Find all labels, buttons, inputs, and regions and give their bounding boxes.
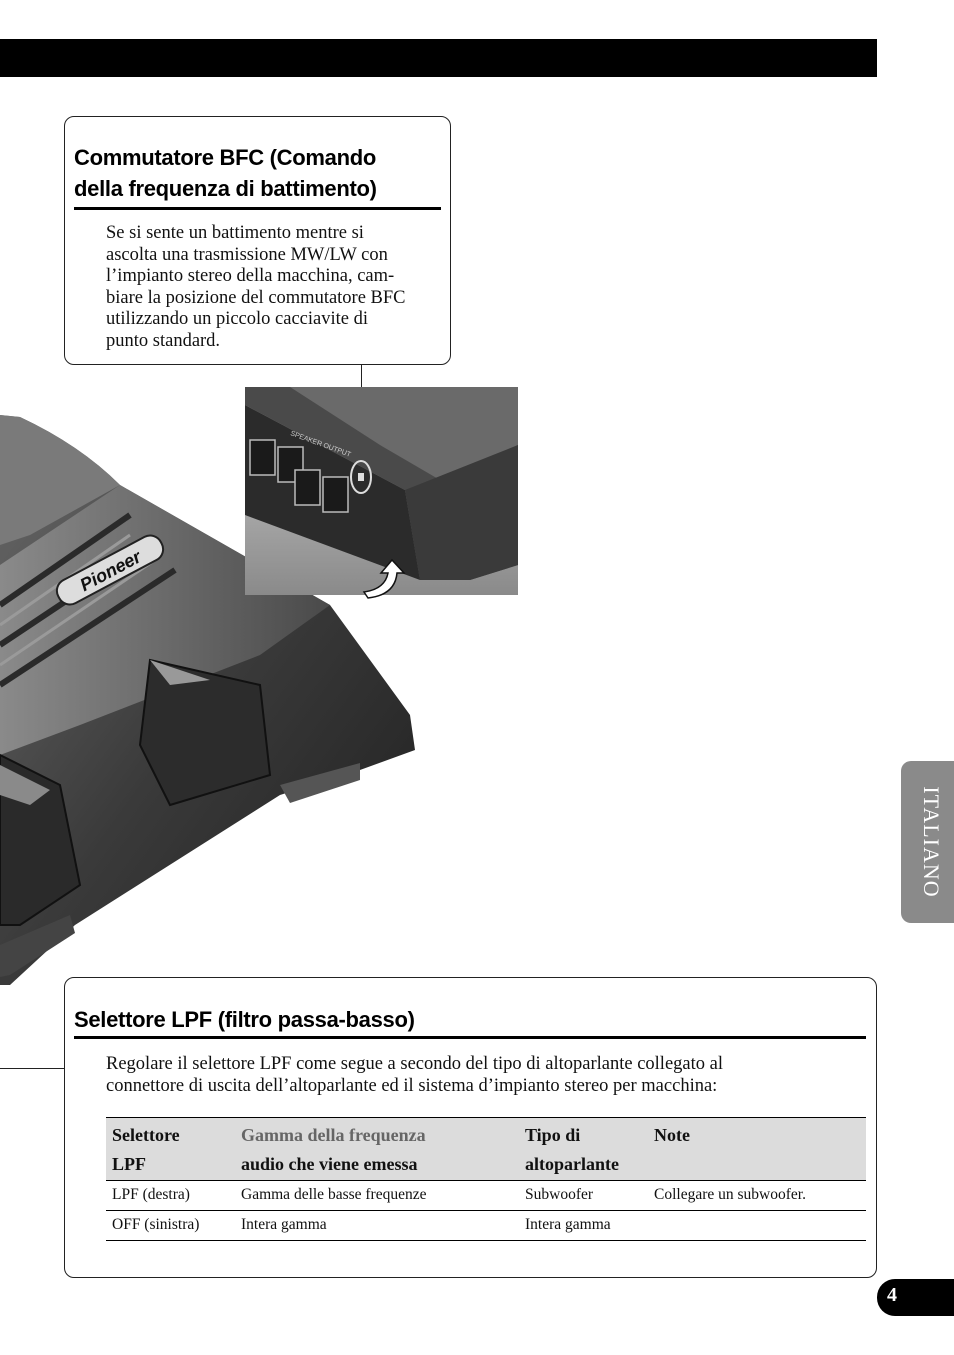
lpf-heading-rule bbox=[74, 1036, 866, 1039]
table-row: LPF (destra) Gamma delle basse frequenze… bbox=[106, 1180, 866, 1211]
table-cell: Intera gamma bbox=[235, 1210, 519, 1241]
table-cell: OFF (sinistra) bbox=[106, 1210, 235, 1241]
column-header-line: altoparlante bbox=[525, 1154, 619, 1174]
column-header-selector: Selettore LPF bbox=[106, 1117, 235, 1181]
table-cell bbox=[648, 1210, 866, 1241]
column-header-line: audio che viene emessa bbox=[241, 1154, 418, 1174]
column-header-speaker-type: Tipo di altoparlante bbox=[519, 1117, 648, 1181]
header-bar bbox=[0, 39, 877, 77]
bfc-body-line: utilizzando un piccolo cacciavite di bbox=[106, 309, 368, 329]
table-cell: Subwoofer bbox=[519, 1180, 648, 1211]
table-cell: Gamma delle basse frequenze bbox=[235, 1180, 519, 1211]
lpf-callout-line bbox=[0, 1068, 64, 1069]
column-header-line: LPF bbox=[112, 1154, 146, 1174]
page-number: 4 bbox=[887, 1284, 897, 1306]
bfc-heading-line-2: della frequenza di battimento) bbox=[74, 176, 377, 201]
bfc-heading: Commutatore BFC (Comando della frequenza… bbox=[74, 142, 441, 204]
bfc-body-line: l’impianto stereo della macchina, cam- bbox=[106, 266, 395, 286]
lpf-heading: Selettore LPF (filtro passa-basso) bbox=[74, 1007, 415, 1032]
column-header-line: Note bbox=[654, 1125, 690, 1145]
column-header-line: Gamma della frequenza bbox=[241, 1125, 426, 1145]
bfc-body-line: punto standard. bbox=[106, 330, 221, 351]
lpf-body-text: Regolare il selettore LPF come segue a s… bbox=[106, 1054, 846, 1097]
table-cell: Intera gamma bbox=[519, 1210, 648, 1241]
column-header-line: Selettore bbox=[112, 1125, 180, 1145]
column-header-frequency: Gamma della frequenza audio che viene em… bbox=[235, 1117, 519, 1181]
column-header-line: Tipo di bbox=[525, 1125, 581, 1145]
lpf-body-line: connettore di uscita dell’altoparlante e… bbox=[106, 1075, 718, 1096]
bfc-body-line: biare la posizione del commutatore BFC bbox=[106, 287, 406, 308]
bfc-heading-rule bbox=[74, 207, 441, 210]
page-number-tab: 4 bbox=[877, 1279, 954, 1316]
table-cell: LPF (destra) bbox=[106, 1180, 235, 1211]
bfc-body-line: ascolta una trasmissione MW/LW con bbox=[106, 244, 388, 265]
amplifier-illustration: Pioneer SPEAKER OUTPUT bbox=[0, 387, 518, 985]
language-tab: ITALIANO bbox=[901, 761, 954, 923]
table-cell: Collegare un subwoofer. bbox=[648, 1180, 866, 1211]
lpf-settings-table: Selettore LPF Gamma della frequenza audi… bbox=[106, 1117, 866, 1241]
language-tab-label: ITALIANO bbox=[919, 786, 944, 898]
lpf-section: Selettore LPF (filtro passa-basso) Regol… bbox=[64, 977, 877, 1278]
table-row: OFF (sinistra) Intera gamma Intera gamma bbox=[106, 1210, 866, 1241]
bfc-body-text: Se si sente un battimento mentre si asco… bbox=[106, 223, 446, 352]
bfc-section: Commutatore BFC (Comando della frequenza… bbox=[64, 116, 451, 365]
lpf-body-line: Regolare il selettore LPF come segue a s… bbox=[106, 1054, 723, 1074]
bfc-body-line: Se si sente un battimento mentre si bbox=[106, 223, 364, 243]
column-header-note: Note bbox=[648, 1117, 866, 1181]
table-header-row: Selettore LPF Gamma della frequenza audi… bbox=[106, 1117, 866, 1181]
bfc-heading-line-1: Commutatore BFC (Comando bbox=[74, 145, 377, 170]
